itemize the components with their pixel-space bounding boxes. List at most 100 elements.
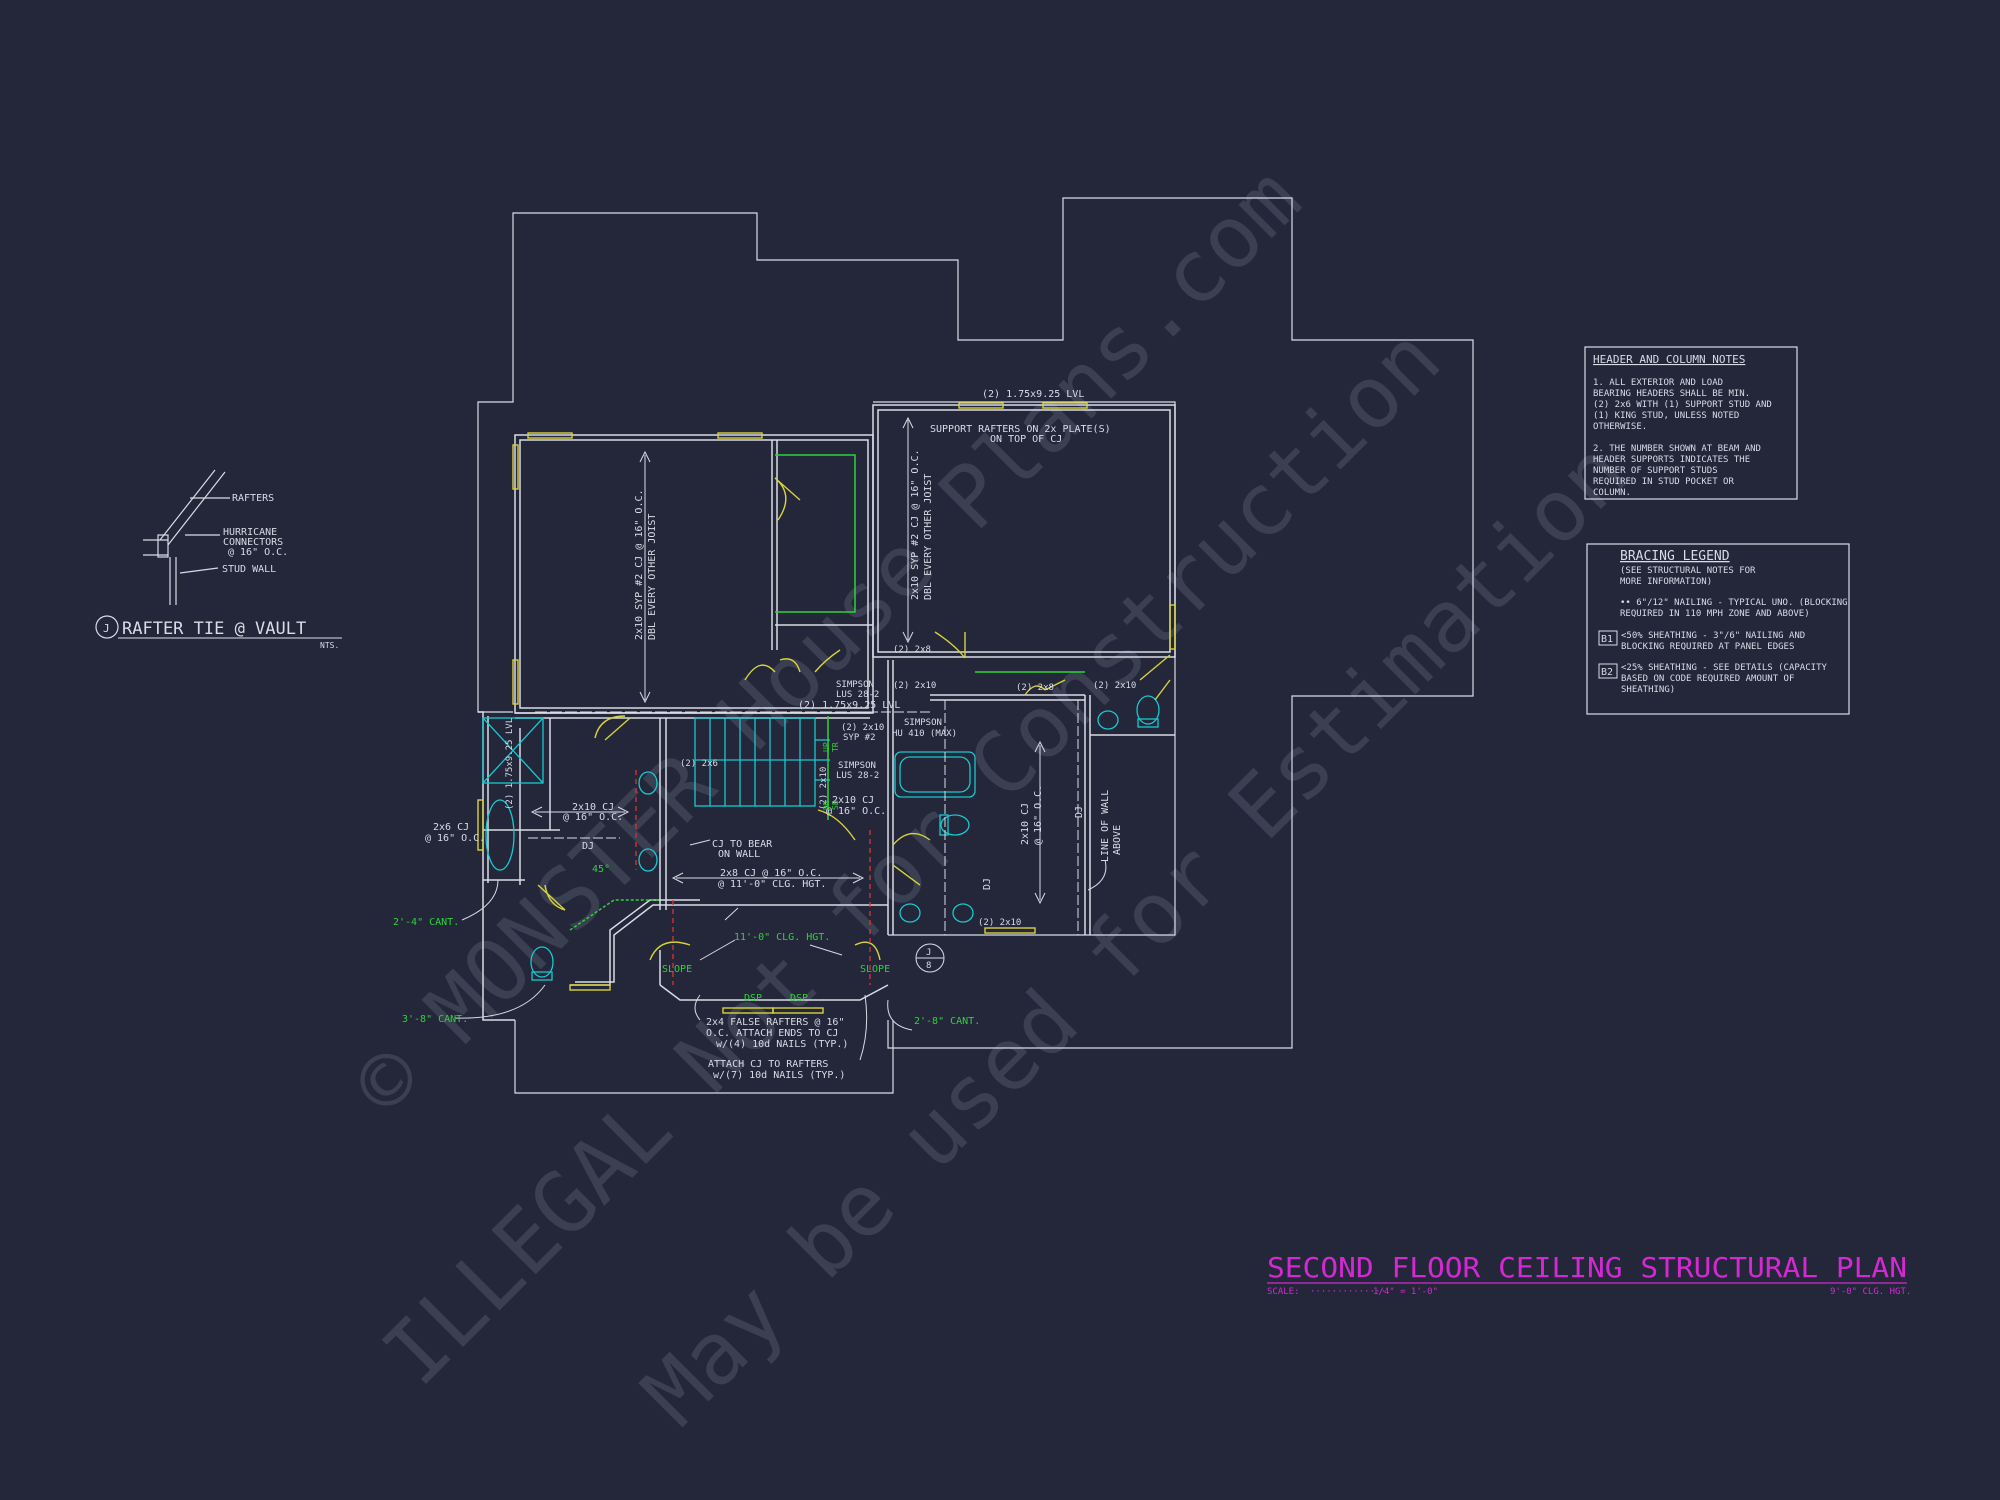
diagonal-green	[569, 899, 660, 931]
bracing-b1-line-1: <50% SHEATHING - 3"/6" NAILING AND	[1621, 631, 1805, 641]
arrow-clg-down	[724, 907, 739, 921]
label-cj-2x6-2: @ 16" O.C.	[425, 833, 485, 844]
sink-1	[638, 771, 658, 795]
toilet-1	[530, 946, 554, 981]
leader-cj-bear	[689, 839, 711, 846]
window-8	[477, 799, 484, 851]
label-cj-left-room-2: @ 16" O.C.	[563, 812, 623, 823]
detail-tag: J	[103, 622, 110, 635]
header-note-2-line-3: NUMBER OF SUPPORT STUDS	[1593, 466, 1718, 476]
bracing-b2-line-3: SHEATHING)	[1621, 685, 1675, 695]
bracing-b1-line-2: BLOCKING REQUIRED AT PANEL EDGES	[1621, 642, 1794, 652]
window-3	[958, 402, 1004, 409]
door-bath-right-2	[892, 864, 921, 886]
door-slope-left	[649, 941, 691, 961]
detail-stud-label: STUD WALL	[222, 564, 276, 575]
stair	[694, 717, 830, 807]
label-line-of-wall-2: ABOVE	[1112, 825, 1123, 855]
label-45-degrees: 45°	[592, 864, 610, 875]
door-left	[594, 715, 626, 739]
sheet-ceiling-height: 9'-0" CLG. HGT.	[1830, 1287, 1911, 1297]
label-false-rafters-2: O.C. ATTACH ENDS TO CJ	[706, 1028, 838, 1039]
label-syp-1: (2) 2x10	[841, 723, 884, 733]
label-cj-left-2: DBL EVERY OTHER JOIST	[647, 514, 658, 640]
door-closet	[774, 477, 801, 521]
label-cj-2x8-2: @ 11'-0" CLG. HGT.	[718, 879, 826, 890]
toilet-3	[939, 814, 970, 836]
label-cj-mid-1: 2x10 CJ	[832, 795, 874, 806]
header-notes-title: HEADER AND COLUMN NOTES	[1593, 353, 1745, 366]
label-support-rafters-2: ON TOP OF CJ	[990, 434, 1062, 445]
label-false-rafters-1: 2x4 FALSE RAFTERS @ 16"	[706, 1017, 844, 1028]
label-cj-left-room-1: 2x10 CJ	[572, 802, 614, 813]
label-simpson-lus-top-2: LUS 28-2	[836, 690, 879, 700]
label-dn: DN	[822, 800, 831, 810]
label-cj-2x6-1: 2x6 CJ	[433, 822, 469, 833]
bracing-nailing-1: •• 6"/12" NAILING - TYPICAL UNO. (BLOCKI…	[1620, 598, 1848, 608]
label-cant-1: 2'-4" CANT.	[393, 917, 459, 928]
ceiling-joist-highlights	[569, 454, 1085, 931]
bracing-b1-tag: B1	[1601, 634, 1613, 645]
door-right	[934, 631, 966, 659]
label-cj-right-small-2: @ 16" O.C.	[1033, 785, 1044, 845]
door-pair	[744, 649, 841, 681]
callout-bottom-label: 8	[926, 961, 931, 971]
sink-4	[952, 903, 974, 923]
label-header-2x10-bottom: (2) 2x10	[978, 918, 1021, 928]
wall-right-room	[872, 404, 1176, 658]
door-bath-right	[892, 832, 931, 846]
label-v-2x10: (2) 2x10	[819, 767, 829, 810]
window-11	[984, 927, 1036, 934]
bracing-b2-box	[1598, 663, 1618, 679]
door-slope-right	[854, 941, 881, 961]
outline-bottom-porch	[514, 1020, 894, 1094]
detail-rafter-line-1	[159, 469, 216, 541]
label-dj-mid: DJ	[1074, 806, 1085, 818]
label-header-2x8-b: (2) 2x8	[1016, 683, 1054, 693]
label-support-rafters-1: SUPPORT RAFTERS ON 2x PLATE(S)	[930, 424, 1111, 435]
tub-oval	[485, 799, 515, 871]
header-note-1-line-4: (1) KING STUD, UNLESS NOTED	[1593, 411, 1739, 421]
label-syp-2: SYP #2	[843, 733, 876, 743]
bracing-b1-box	[1598, 630, 1618, 646]
bracing-sub-1: (SEE STRUCTURAL NOTES FOR	[1620, 566, 1756, 576]
label-simpson-lus-top-1: SIMPSON	[836, 680, 874, 690]
sink-3	[899, 903, 921, 923]
sheet-title-block: SECOND FLOOR CEILING STRUCTURAL PLAN SCA…	[1267, 1251, 1911, 1297]
label-simpson-hu-2: HU 410 (MAX)	[892, 729, 957, 739]
detail-rafters-label: RAFTERS	[232, 493, 274, 504]
window-2	[717, 432, 763, 439]
label-clg-11: 11'-0" CLG. HGT.	[734, 932, 830, 943]
label-lvl-mid: (2) 1.75x9.25 LVL	[798, 700, 900, 711]
window-4	[1042, 402, 1088, 409]
label-tr: TR	[831, 742, 840, 752]
label-slope-1: SLOPE	[662, 964, 692, 975]
detail-nts: NTS.	[320, 641, 339, 650]
label-header-2x10-b: (2) 2x10	[1093, 681, 1136, 691]
label-sb: SB	[831, 800, 840, 810]
label-header-2x6: (2) 2x6	[680, 759, 718, 769]
header-note-1-line-1: 1. ALL EXTERIOR AND LOAD	[1593, 378, 1723, 388]
window-7	[1169, 604, 1176, 650]
header-note-1-line-2: BEARING HEADERS SHALL BE MIN.	[1593, 389, 1750, 399]
plan-labels: (2) 1.75x9.25 LVL SUPPORT RAFTERS ON 2x …	[393, 389, 1136, 1081]
header-note-2-line-2: HEADER SUPPORTS INDICATES THE	[1593, 455, 1750, 465]
label-dj-right: DJ	[982, 878, 993, 890]
label-cj-bear-1: CJ TO BEAR	[712, 839, 773, 850]
window-12	[569, 984, 611, 991]
label-false-rafters-3: w/(4) 10d NAILS (TYP.)	[716, 1039, 848, 1050]
beam-dashes	[635, 770, 871, 985]
header-note-1-line-5: OTHERWISE.	[1593, 422, 1647, 432]
beams-and-arrows	[454, 409, 1170, 1061]
door-left-2	[604, 717, 631, 741]
label-cj-left-1: 2x10 SYP #2 CJ @ 16" O.C.	[634, 489, 645, 640]
door-corner	[1139, 654, 1171, 681]
bracing-legend-frame	[1586, 543, 1850, 715]
label-cant-3: 2'-8" CANT.	[914, 1016, 980, 1027]
outline-right-wing	[873, 401, 1176, 936]
label-attach-cj-2: w/(7) 10d NAILS (TYP.)	[713, 1070, 845, 1081]
window-5	[512, 444, 519, 490]
label-slope-2: SLOPE	[860, 964, 890, 975]
detail-hurricane-label-1: HURRICANE	[223, 527, 277, 538]
